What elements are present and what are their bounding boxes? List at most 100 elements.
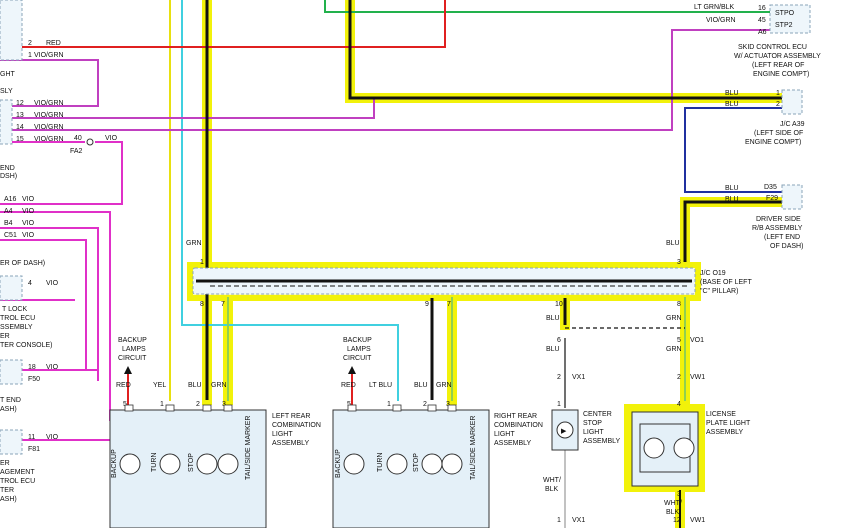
pin11-wire: VIO bbox=[46, 434, 59, 441]
lr-title1: LEFT REAR bbox=[272, 413, 310, 420]
ecu-location2: ENGINE COMPT) bbox=[753, 71, 809, 78]
jc-a39-wire1: BLU bbox=[725, 90, 739, 97]
left-pin1: 1 bbox=[28, 52, 32, 59]
f81-label: F81 bbox=[28, 446, 40, 453]
jc-o19-pin1: 1 bbox=[200, 259, 204, 266]
er-of-dash: ER OF DASH) bbox=[0, 260, 45, 267]
jc-o19-pin8b: 8 bbox=[677, 301, 681, 308]
ash2-label: ASH) bbox=[0, 496, 17, 503]
lr-title2: COMBINATION bbox=[272, 422, 321, 429]
trol-ecu-label: TROL ECU bbox=[0, 478, 35, 485]
backup-left-l1: BACKUP bbox=[118, 337, 147, 344]
rr-pin5: 5 bbox=[347, 401, 351, 408]
pin18: 18 bbox=[28, 364, 36, 371]
pin18-wire: VIO bbox=[46, 364, 59, 371]
stpo-label: STPO bbox=[775, 10, 795, 17]
pin40-wire: VIO bbox=[105, 135, 118, 142]
rb-location1: (LEFT END bbox=[764, 234, 800, 241]
er-label: ER bbox=[0, 333, 10, 340]
jc-o19-pin8a: 8 bbox=[200, 301, 204, 308]
main-wires bbox=[124, 0, 782, 528]
rr-bulb-backup: BACKUP bbox=[335, 449, 342, 478]
cs-title3: LIGHT bbox=[583, 429, 604, 436]
row14-wire: VIO/GRN bbox=[34, 124, 64, 131]
pin-16: 16 bbox=[758, 5, 766, 12]
top-wires bbox=[0, 0, 771, 441]
backup-left-l2: LAMPS bbox=[122, 346, 146, 353]
lr-pin1: 1 bbox=[160, 401, 164, 408]
jc-o19-connector: 1 3 GRN BLU 8 7 9 7 10 8 J/C O19 (BASE O… bbox=[186, 240, 752, 308]
lp-blk: BLK bbox=[666, 509, 680, 516]
pin-c51: C51 bbox=[4, 232, 17, 239]
rr-wire-blu: BLU bbox=[414, 382, 428, 389]
left-rear-combination-light: RED YEL BLU GRN 5 1 2 3 BACKUP TURN STOP… bbox=[109, 382, 321, 528]
jc-a39-location1: (LEFT SIDE OF bbox=[754, 130, 803, 137]
jc-a39-pin2: 2 bbox=[776, 101, 780, 108]
backup-right-l2: LAMPS bbox=[347, 346, 371, 353]
rr-bulb-stop: STOP bbox=[413, 453, 420, 472]
backup-right-l1: BACKUP bbox=[343, 337, 372, 344]
pin-a16-wire: VIO bbox=[22, 196, 35, 203]
backup-lamps-right: BACKUP LAMPS CIRCUIT bbox=[343, 337, 372, 362]
backup-lamps-left: BACKUP LAMPS CIRCUIT bbox=[118, 337, 147, 362]
license-plate-light: GRN 5 VO1 GRN 2 VW1 4 LICENSE PLATE LIGH… bbox=[631, 315, 751, 524]
rr-title4: ASSEMBLY bbox=[494, 440, 532, 447]
cs-pin2: 2 bbox=[557, 374, 561, 381]
left-pin2: 2 bbox=[28, 40, 32, 47]
row13-wire: VIO/GRN bbox=[34, 112, 64, 119]
rb-wire1: BLU bbox=[725, 185, 739, 192]
rr-bulb-turn: TURN bbox=[377, 453, 384, 472]
row13-pin: 13 bbox=[16, 112, 24, 119]
lp-pin5: 5 bbox=[677, 337, 681, 344]
row12-pin: 12 bbox=[16, 100, 24, 107]
jc-a39-pin1: 1 bbox=[776, 90, 780, 97]
wire-viogrn: VIO/GRN bbox=[706, 17, 736, 24]
lp-vw1b: VW1 bbox=[690, 517, 705, 524]
pin-b4: B4 bbox=[4, 220, 13, 227]
pin-a16: A16 bbox=[4, 196, 17, 203]
wire-ltgrnblk: LT GRN/BLK bbox=[694, 4, 735, 11]
jc-o19-pin3: 3 bbox=[677, 259, 681, 266]
jc-a39-wire2: BLU bbox=[725, 101, 739, 108]
lr-bulb-tail: TAIL/SIDE MARKER bbox=[245, 416, 252, 480]
rb-location2: OF DASH) bbox=[770, 243, 803, 250]
ecu-name2: W/ ACTUATOR ASSEMBLY bbox=[734, 53, 821, 60]
backup-left-l3: CIRCUIT bbox=[118, 355, 147, 362]
jc-o19-title: J/C O19 bbox=[700, 270, 726, 277]
lr-title4: ASSEMBLY bbox=[272, 440, 310, 447]
row12-wire: VIO/GRN bbox=[34, 100, 64, 107]
skid-control-ecu: LT GRN/BLK VIO/GRN 16 45 A6 STPO STP2 SK… bbox=[694, 4, 821, 78]
lp-title2: PLATE LIGHT bbox=[706, 420, 751, 427]
ssembly-label: SSEMBLY bbox=[0, 324, 33, 331]
jc-o19-location1: (BASE OF LEFT bbox=[700, 279, 752, 286]
left-light: GHT bbox=[0, 71, 16, 78]
backup-arrow-right bbox=[348, 366, 356, 374]
jc-o19-grn-label: GRN bbox=[186, 240, 202, 247]
lr-pin5: 5 bbox=[123, 401, 127, 408]
rr-wire-ltblu: LT BLU bbox=[369, 382, 392, 389]
lr-pin3: 3 bbox=[222, 401, 226, 408]
backup-arrow-left bbox=[124, 366, 132, 374]
ecu-name: SKID CONTROL ECU bbox=[738, 44, 807, 51]
rr-wire-grn: GRN bbox=[436, 382, 452, 389]
lr-wire-red: RED bbox=[116, 382, 131, 389]
cs-pin1b: 1 bbox=[557, 517, 561, 524]
rr-bulb-tail: TAIL/SIDE MARKER bbox=[470, 416, 477, 480]
backup-right-l3: CIRCUIT bbox=[343, 355, 372, 362]
cs-vx1: VX1 bbox=[572, 374, 585, 381]
jc-a39: BLU BLU 1 2 J/C A39 (LEFT SIDE OF ENGINE… bbox=[725, 89, 805, 146]
rr-wire-red: RED bbox=[341, 382, 356, 389]
lp-title3: ASSEMBLY bbox=[706, 429, 744, 436]
cs-whtblk: WHT/ bbox=[543, 477, 561, 484]
row15-pin: 15 bbox=[16, 136, 24, 143]
rb-title2: R/B ASSEMBLY bbox=[752, 225, 803, 232]
left-dsh: DSH) bbox=[0, 173, 17, 180]
cs-pin6: 6 bbox=[557, 337, 561, 344]
rr-pin1: 1 bbox=[387, 401, 391, 408]
jc-o19-location2: "C" PILLAR) bbox=[700, 288, 738, 295]
jc-o19-blu-label: BLU bbox=[666, 240, 680, 247]
rr-title2: COMBINATION bbox=[494, 422, 543, 429]
lp-wht: WHT/ bbox=[664, 500, 682, 507]
er2-label: ER bbox=[0, 460, 10, 467]
